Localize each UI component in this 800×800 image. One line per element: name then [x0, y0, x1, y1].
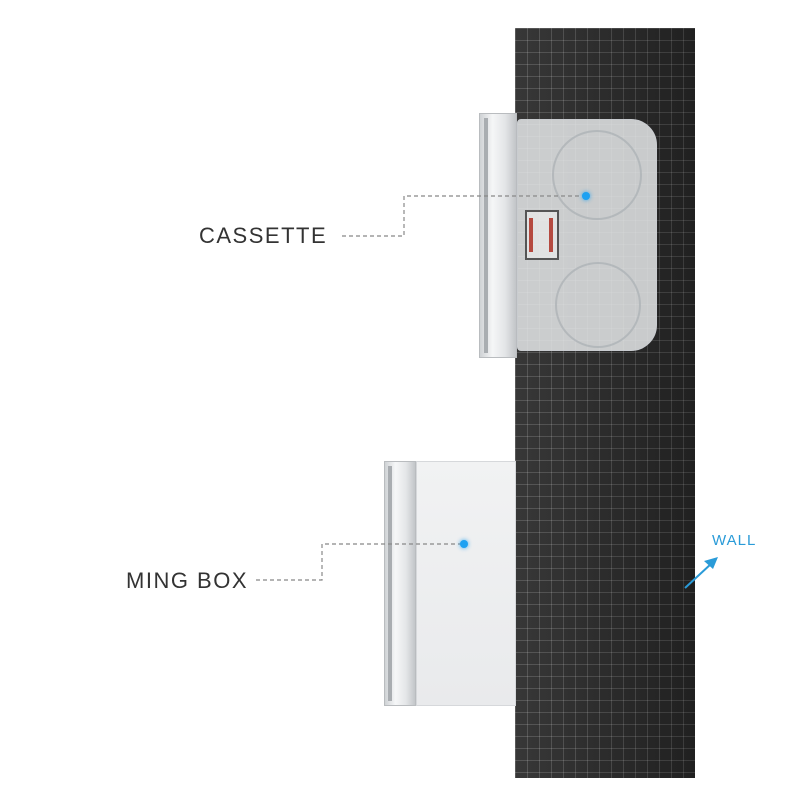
- ming-box-leader-line: [256, 543, 464, 581]
- arrow-up-right-icon: [684, 557, 718, 589]
- cassette-knockout-bottom: [555, 262, 641, 348]
- ming-box-plate-edge: [388, 466, 392, 701]
- cassette-callout-dot: [582, 192, 590, 200]
- cassette-plate-edge: [484, 118, 488, 353]
- cassette-label: CASSETTE: [199, 223, 328, 248]
- cassette-leader-line: [342, 195, 586, 237]
- cassette-clip-marker-right: [549, 218, 553, 252]
- cassette-clip-marker-left: [529, 218, 533, 252]
- cassette-knockout-top: [552, 130, 642, 220]
- ming-box-label: MING BOX: [126, 568, 249, 593]
- ming-box-callout-dot: [460, 540, 468, 548]
- ming-box: [416, 461, 516, 706]
- wall-label: WALL: [712, 532, 757, 549]
